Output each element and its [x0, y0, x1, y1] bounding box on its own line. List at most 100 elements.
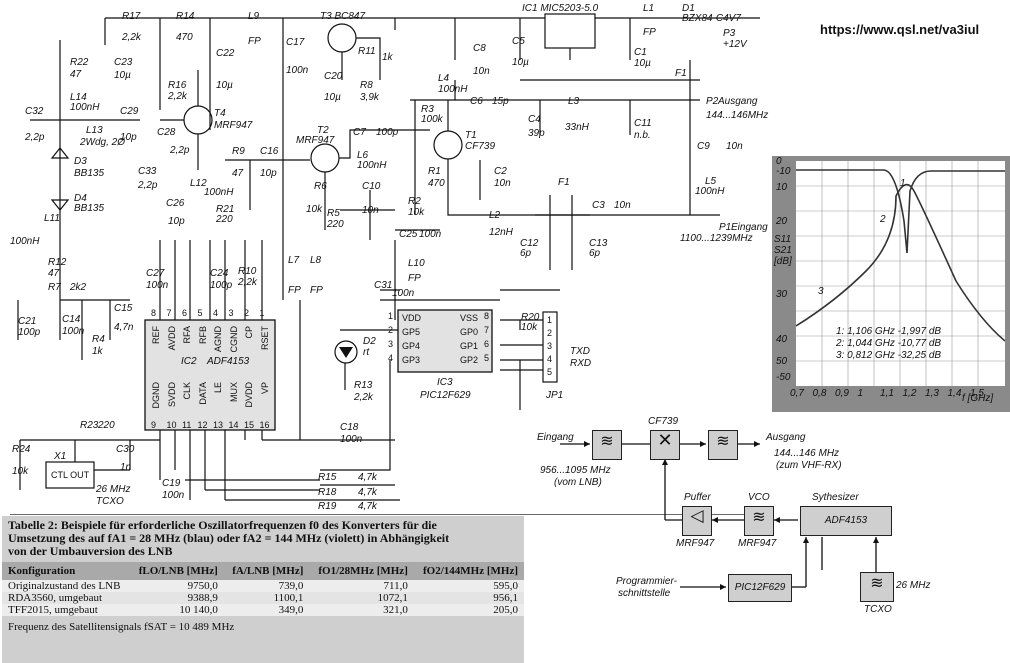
component-label: IC1 MIC5203-5.0 [522, 3, 599, 14]
component-label: 10k [408, 207, 425, 218]
component-label: C9 [697, 141, 710, 152]
component-label: TXD [570, 346, 590, 357]
component-label: L13 [86, 125, 103, 136]
component-label: 470 [428, 178, 445, 189]
component-label: 2,2p [138, 180, 158, 191]
eingang-note: (vom LNB) [554, 477, 602, 488]
component-label: R2 [408, 196, 421, 207]
component-label: 4,7k [358, 501, 377, 512]
mixer-icon: ✕ [657, 430, 673, 450]
table-cell: 739,0 [223, 580, 310, 592]
component-label: 1n [120, 462, 132, 473]
component-label: T4 [214, 108, 226, 119]
buffer-icon: ◁ [690, 506, 704, 525]
component-label: L9 [248, 11, 260, 22]
component-label: 100p [210, 280, 233, 291]
component-label: L5 [705, 176, 717, 187]
component-label: R13 [354, 380, 373, 391]
eingang-label: Eingang [537, 432, 574, 443]
table-header: Konfiguration [2, 562, 131, 580]
ic3-pin-label: VSS [460, 313, 479, 323]
component-label: C23 [114, 57, 133, 68]
table-cell: 1100,1 [223, 592, 310, 604]
ic2-pin-label: SVDD [166, 382, 177, 408]
component-label: 39p [528, 128, 545, 139]
table-row: RDA3560, umgebaut 9388,9 1100,1 1072,1 9… [2, 592, 524, 604]
s11-curve [796, 169, 1005, 254]
ic2-pin-number: 7 [166, 308, 172, 318]
ic2-pin-number: 11 [182, 420, 192, 430]
output-filter: ≋ [708, 430, 738, 460]
block-diagram: Eingang 956...1095 MHz (vom LNB) ≋ CF739… [530, 412, 1010, 632]
component-label: C24 [210, 268, 229, 279]
component-label: FP [288, 285, 301, 296]
ic2-pin-number: 9 [151, 420, 157, 430]
component-label: C21 [18, 316, 37, 327]
component-label: 10µ [634, 58, 651, 69]
graph-x-tick: 0,8 [812, 388, 827, 399]
component-label: X1 [54, 451, 67, 462]
ic2-pin-number: 14 [228, 420, 239, 430]
component-label: 144...146MHz [706, 110, 769, 121]
prog-label-1: Programmier- [616, 576, 677, 587]
ic2-part: ADF4153 [207, 356, 250, 367]
table-cell: 711,0 [309, 580, 414, 592]
marker-2: 2 [880, 214, 886, 225]
ic3-pin-label: GP4 [402, 341, 421, 351]
component-label: R14 [176, 11, 195, 22]
component-label: 10µ [216, 80, 233, 91]
x1-label: CTL OUT [51, 470, 90, 480]
jp1-pin-number: 2 [547, 328, 553, 338]
component-label: Ausgang [718, 96, 758, 107]
pic-label: PIC12F629 [734, 582, 786, 593]
graph-y-tick: 0 [776, 156, 782, 167]
component-label: Eingang [731, 222, 768, 233]
ic2-pin-label: RFB [197, 326, 208, 344]
ic3-pin-number: 2 [388, 325, 394, 335]
component-label: R4 [92, 334, 105, 345]
component-label: 10µ [324, 92, 341, 103]
filter-icon: ≋ [600, 433, 614, 450]
graph-y-tick: 20 [776, 216, 788, 227]
component-label: IC3 [437, 377, 453, 388]
component-label: D1 [682, 3, 695, 14]
component-label: rt [363, 347, 370, 358]
component-label: RXD [570, 358, 592, 369]
component-label: F1 [675, 68, 687, 79]
graph-x-tick: 1,1 [880, 388, 894, 399]
component-label: C15 [114, 303, 133, 314]
component-label: 2,2p [25, 132, 45, 143]
component-label: 220 [216, 214, 233, 225]
component-label: C18 [340, 422, 359, 433]
component-label: C5 [512, 36, 525, 47]
table-row: TFF2015, umgebaut 10 140,0 349,0 321,0 2… [2, 604, 524, 616]
component-label: 220 [327, 219, 344, 230]
graph-y-tick: -10 [776, 166, 791, 177]
ic2-pin-label: CLK [182, 382, 192, 400]
component-label: P3 [723, 28, 736, 39]
component-label: 100nH [695, 186, 725, 197]
component-label: 10n [362, 205, 379, 216]
component-label: R18 [318, 487, 337, 498]
website-url[interactable]: https://www.qsl.net/va3iul [820, 22, 980, 37]
component-label: 2,2k [122, 32, 141, 43]
puffer-part: MRF947 [676, 538, 715, 549]
jp1-pin-number: 3 [547, 341, 553, 351]
ic3-pin-number: 7 [484, 325, 490, 335]
component-label: R1 [428, 166, 441, 177]
ic3-pin-number: 8 [484, 311, 490, 321]
table-cell: 9750,0 [130, 580, 224, 592]
ic3-pin-number: 1 [388, 311, 394, 321]
component-label: T1 [465, 130, 477, 141]
component-label: R15 [318, 472, 337, 483]
table-cell: 9388,9 [130, 592, 224, 604]
component-label: R8 [360, 80, 373, 91]
ic2-pin-label: CGND [228, 326, 239, 353]
jp1-pin-number: 4 [547, 354, 553, 364]
jp1-pin-number: 5 [547, 367, 553, 377]
ic2-pin-label: MUX [228, 382, 239, 402]
table-footer: Frequenz des Satellitensignals fSAT = 10… [8, 621, 235, 633]
component-label: T3 BC847 [320, 11, 366, 22]
ic3-pin-number: 3 [388, 339, 394, 349]
component-label: 2,2k [354, 392, 373, 403]
